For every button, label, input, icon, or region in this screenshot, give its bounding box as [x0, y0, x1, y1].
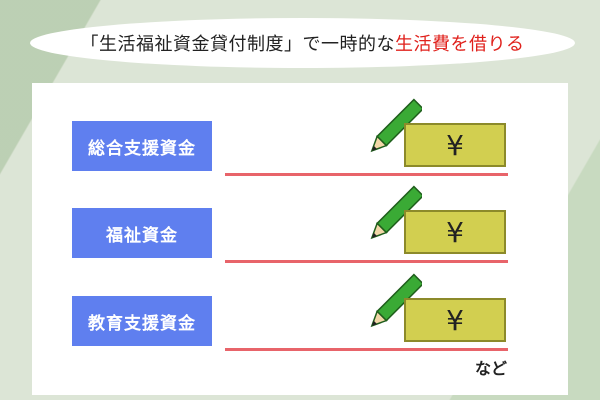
yen-symbol: ¥ [446, 215, 464, 249]
amount-field: ¥ [404, 298, 506, 342]
title-banner: 「生活福祉資金貸付制度」で一時的な生活費を借りる [30, 18, 575, 68]
fund-label: 教育支援資金 [72, 296, 212, 346]
title-prefix: 「生活福祉資金貸付制度」で一時的な [80, 34, 395, 55]
fund-label: 福祉資金 [72, 208, 212, 258]
row-underline [225, 260, 508, 263]
row-underline [225, 348, 508, 351]
title-highlight: 生活費を借りる [395, 34, 525, 55]
yen-symbol: ¥ [446, 128, 464, 162]
row-underline [225, 173, 508, 176]
content-panel: 総合支援資金 ¥ 福祉資金 ¥ 教育支援資金 [32, 83, 568, 395]
fund-row-general-support: 総合支援資金 ¥ [32, 83, 568, 176]
fund-label: 総合支援資金 [72, 121, 212, 171]
yen-symbol: ¥ [446, 303, 464, 337]
amount-field: ¥ [404, 210, 506, 254]
fund-row-welfare: 福祉資金 ¥ [32, 170, 568, 263]
page-title: 「生活福祉資金貸付制度」で一時的な生活費を借りる [81, 30, 525, 56]
amount-field: ¥ [404, 123, 506, 167]
footer-note: など [475, 359, 508, 378]
fund-row-education-support: 教育支援資金 ¥ [32, 258, 568, 351]
pencil-icon [370, 98, 422, 153]
